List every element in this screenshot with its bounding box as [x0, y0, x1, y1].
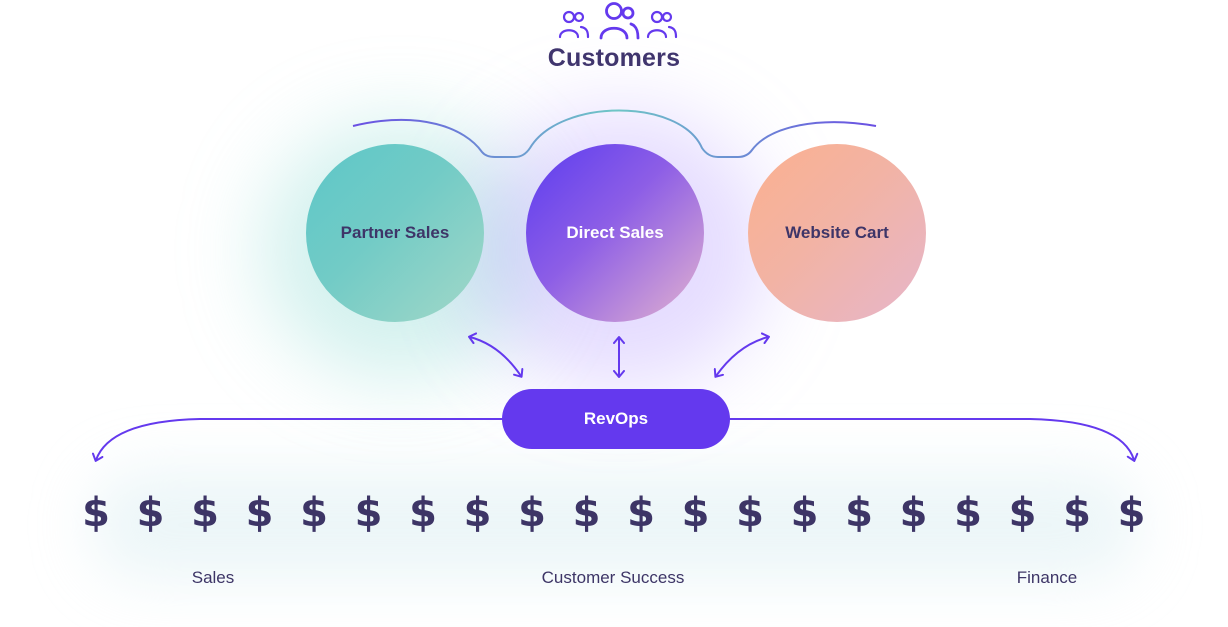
- partner-sales-node: Partner Sales: [306, 144, 484, 322]
- arrow-revops-sales: [91, 418, 503, 462]
- website-cart-node: Website Cart: [748, 144, 926, 322]
- department-finance: Finance: [1016, 568, 1078, 587]
- dollar-icon: $: [1063, 490, 1091, 536]
- dollar-icon: $: [463, 490, 492, 536]
- revenue-row: $ $ $ $ $ $ $ $ $ $ $ $ $ $ $ $ $ $ $ $: [69, 488, 1159, 538]
- arrow-revops-finance: [729, 418, 1139, 462]
- dollar-icon: $: [82, 490, 110, 536]
- dollar-icon: $: [627, 490, 655, 536]
- dollar-icon: $: [1008, 490, 1037, 536]
- dollar-icon: $: [245, 490, 274, 536]
- dollar-icon: $: [518, 490, 546, 536]
- dollar-icon: $: [736, 490, 764, 536]
- department-sales: Sales: [191, 568, 235, 587]
- arrow-partner-revops: [468, 332, 524, 378]
- channel-connector-curve: [352, 109, 877, 158]
- dollar-icon: $: [191, 490, 219, 536]
- revops-label: RevOps: [583, 409, 649, 428]
- users-group-icon: [558, 2, 678, 40]
- website-cart-label: Website Cart: [785, 223, 889, 242]
- dollar-icon: $: [1117, 490, 1146, 536]
- dollar-icon: $: [572, 490, 601, 536]
- arrow-website-revops: [713, 332, 770, 378]
- customers-title: Customers: [547, 44, 681, 72]
- dollar-icon: $: [300, 490, 328, 536]
- department-customer-success: Customer Success: [541, 568, 685, 587]
- dollar-icon: $: [954, 490, 982, 536]
- revops-hub: RevOps: [502, 389, 730, 449]
- dollar-icon: $: [790, 490, 819, 536]
- dollar-icon: $: [409, 490, 437, 536]
- dollar-icon: $: [899, 490, 928, 536]
- dollar-icon: $: [681, 490, 710, 536]
- dollar-icon: $: [845, 490, 873, 536]
- dollar-icon: $: [136, 490, 165, 536]
- partner-sales-label: Partner Sales: [340, 223, 450, 242]
- direct-sales-label: Direct Sales: [566, 223, 664, 242]
- dollar-icon: $: [354, 490, 383, 536]
- direct-sales-node: Direct Sales: [526, 144, 704, 322]
